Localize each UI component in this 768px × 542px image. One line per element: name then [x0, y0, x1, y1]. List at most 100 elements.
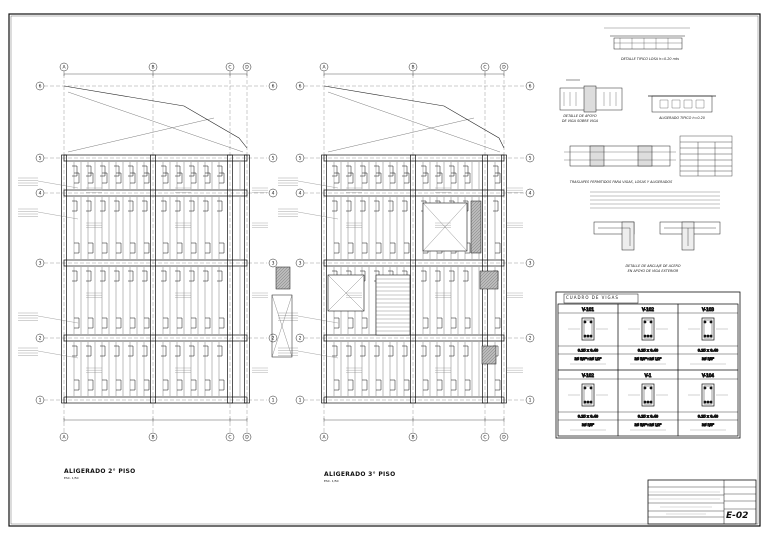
- beam-table: V-101 0.25 x 0.40 3Ø 5/8"+2Ø 1/2" V-102 0.25…: [555, 291, 741, 439]
- detail-anchor: [593, 221, 721, 251]
- grid-label-row: 3: [529, 261, 532, 267]
- grid-label-col: D: [245, 65, 249, 71]
- title-block: [647, 479, 757, 525]
- grid-label-col: D: [502, 435, 506, 441]
- beam-name: V-104: [702, 373, 714, 378]
- grid-label-col: C: [483, 65, 486, 71]
- grid-label-row: 6: [529, 84, 532, 90]
- grid-bubble-row: [295, 188, 305, 198]
- grid-label-col: D: [245, 435, 249, 441]
- detail-top-slab: [604, 27, 690, 50]
- grid-label-col: A: [322, 65, 326, 71]
- grid-bubble-row: [35, 188, 45, 198]
- grid-label-col: B: [151, 65, 154, 71]
- grid-label-col: A: [322, 435, 326, 441]
- grid-label-row: 4: [299, 191, 302, 197]
- grid-bubble-row: [268, 188, 278, 198]
- sheet-border: [8, 13, 761, 527]
- grid-label-col: B: [411, 65, 414, 71]
- beam-section: 0.25 x 0.40: [578, 349, 599, 353]
- grid-bubble-col: [408, 62, 418, 72]
- grid-bubble-row: [268, 333, 278, 343]
- grid-bubble-col: [499, 62, 509, 72]
- grid-label-row: 1: [299, 398, 302, 404]
- grid-label-col: B: [411, 435, 414, 441]
- grid-label-row: 6: [272, 84, 275, 90]
- plan-scale-2nd: ESC. 1/50: [64, 476, 79, 480]
- beam-section: 0.25 x 0.40: [638, 349, 659, 353]
- grid-label-row: 5: [529, 156, 532, 162]
- beam-name: V-102: [582, 373, 594, 378]
- grid-bubble-row: [35, 153, 45, 163]
- beam-name: V-101: [582, 307, 594, 312]
- plan-scale-3rd: ESC. 1/50: [324, 479, 339, 483]
- grid-bubble-row: [295, 258, 305, 268]
- grid-bubble-row: [295, 333, 305, 343]
- beam-name: V-102: [642, 307, 654, 312]
- overlap-table: [679, 135, 733, 177]
- grid-label-col: B: [151, 435, 154, 441]
- grid-bubble-col: [225, 432, 235, 442]
- beam-table-title: CUADRO DE VIGAS: [566, 295, 619, 300]
- grid-bubble-row: [295, 153, 305, 163]
- grid-bubble-row: [525, 188, 535, 198]
- grid-bubble-row: [35, 81, 45, 91]
- beam-steel: 3Ø 5/8": [582, 422, 595, 427]
- sheet-number: E-02: [726, 511, 749, 521]
- beam-section: 0.25 x 0.40: [578, 415, 599, 419]
- grid-bubble-col: [319, 432, 329, 442]
- grid-bubble-row: [525, 153, 535, 163]
- grid-bubble-row: [35, 395, 45, 405]
- grid-label-row: 2: [272, 336, 275, 342]
- grid-bubble-row: [525, 333, 535, 343]
- beam-name: V-1: [645, 373, 652, 378]
- beam-section: 0.25 x 0.40: [638, 415, 659, 419]
- grid-bubble-row: [268, 395, 278, 405]
- grid-bubble-col: [225, 62, 235, 72]
- grid-bubble-col: [59, 432, 69, 442]
- grid-label-row: 1: [272, 398, 275, 404]
- grid-label-row: 6: [39, 84, 42, 90]
- grid-label-row: 2: [299, 336, 302, 342]
- grid-label-col: C: [228, 435, 231, 441]
- grid-label-col: A: [62, 65, 66, 71]
- beam-steel: 3Ø 5/8": [702, 356, 715, 361]
- beam-steel: 3Ø 5/8"+2Ø 1/2": [635, 422, 662, 427]
- grid-bubble-col: [242, 62, 252, 72]
- grid-label-row: 1: [529, 398, 532, 404]
- beam-steel: 3Ø 5/8"+2Ø 1/2": [635, 356, 662, 361]
- detail-overlap: [564, 145, 676, 167]
- detail-title-anchor-1: DETALLE DE ANCLAJE DE ACERO: [625, 264, 681, 268]
- grid-label-row: 5: [272, 156, 275, 162]
- grid-label-row: 2: [529, 336, 532, 342]
- grid-bubble-row: [268, 81, 278, 91]
- beam-section: 0.25 x 0.40: [698, 415, 719, 419]
- beam-name: V-103: [702, 307, 714, 312]
- grid-bubble-col: [408, 432, 418, 442]
- plan-title-2nd: ALIGERADO 2° PISO: [64, 468, 136, 475]
- grid-bubble-row: [295, 395, 305, 405]
- notes-block: [590, 191, 720, 209]
- grid-bubble-col: [480, 432, 490, 442]
- beam-steel: 3Ø 5/8": [702, 422, 715, 427]
- grid-bubble-row: [525, 81, 535, 91]
- grid-bubble-row: [525, 395, 535, 405]
- detail-support: [559, 79, 623, 113]
- grid-bubble-row: [295, 81, 305, 91]
- grid-label-row: 5: [299, 156, 302, 162]
- grid-label-col: C: [483, 435, 486, 441]
- grid-label-row: 4: [39, 191, 42, 197]
- detail-title-support-1: DETALLE DE APOYO: [563, 114, 597, 118]
- grid-bubble-col: [480, 62, 490, 72]
- detail-title-support-2: DE VIGA SOBRE VIGA: [561, 119, 599, 123]
- grid-bubble-col: [59, 62, 69, 72]
- grid-bubble-row: [35, 333, 45, 343]
- grid-bubble-col: [148, 62, 158, 72]
- grid-label-row: 3: [39, 261, 42, 267]
- detail-title-joist: ALIGERADO TIPICO h=0.20: [659, 116, 705, 120]
- grid-bubble-row: [268, 258, 278, 268]
- detail-joist: [648, 95, 716, 113]
